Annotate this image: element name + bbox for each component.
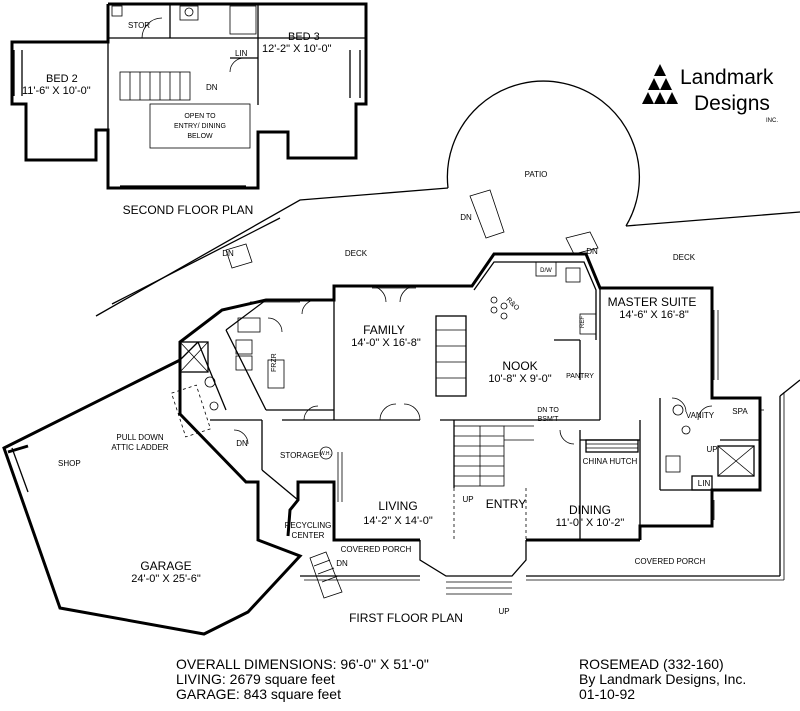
entry-label: ENTRY (486, 497, 526, 511)
dn-label-deck-left: DN (222, 249, 234, 258)
lin-label-master: LIN (698, 479, 711, 488)
dn-bsmt-line2: BSM'T (538, 416, 560, 423)
dimensions-summary: OVERALL DIMENSIONS: 96'-0" X 51'-0" LIVI… (176, 657, 429, 702)
dw-label: D/W (540, 268, 552, 274)
dn-label-patio: DN (460, 213, 472, 222)
master-name: MASTER SUITE (608, 295, 697, 309)
nook-size: 10'-8" X 9'-0" (488, 373, 551, 385)
spa-label: SPA (732, 407, 748, 416)
dn-label-deck-right: DN (586, 247, 598, 256)
first-floor-plan: PATIO DECK DECK DN DN DN FAMILY 14'-0" X… (2, 80, 800, 636)
shop-label: SHOP (58, 459, 81, 468)
second-floor-plan: STOR BED 3 12'-2" X 10'-0" LIN BED 2 11'… (10, 2, 368, 217)
storage-label: STORAGE (280, 451, 319, 460)
dining-name: DINING (569, 503, 611, 517)
dn-label-laundry: DN (236, 439, 248, 448)
living-size: 14'-2" X 14'-0" (363, 515, 433, 527)
stor-label: STOR (128, 21, 150, 30)
vanity-label: VANITY (686, 411, 715, 420)
bed3-name: BED 3 (288, 31, 320, 43)
garage-size: 24'-0" X 25'-6" (131, 573, 201, 585)
family-name: FAMILY (363, 323, 405, 337)
up-label-entry: UP (462, 495, 473, 504)
frzr-label: FRZR (271, 353, 278, 372)
open-to-line2: ENTRY/ DINING (174, 123, 226, 130)
logo-line1: Landmark (680, 66, 774, 89)
living-area: LIVING: 2679 square feet (176, 671, 335, 687)
up-label-front: UP (498, 607, 509, 616)
covered-porch-left: COVERED PORCH (341, 545, 412, 554)
landmark-logo: Landmark Designs INC. (642, 64, 778, 124)
open-to-line1: OPEN TO (184, 113, 216, 120)
up-label-bath: UP (706, 445, 717, 454)
garage-name: GARAGE (140, 559, 191, 573)
logo-line2: Designs (694, 92, 770, 115)
overall-dimensions: OVERALL DIMENSIONS: 96'-0" X 51'-0" (176, 656, 429, 672)
dn-label-garage: DN (336, 559, 348, 568)
plan-credit: ROSEMEAD (332-160) By Landmark Designs, … (579, 657, 746, 702)
bed2-size: 11'-6" X 10'-0" (22, 85, 91, 97)
dining-size: 11'-0" X 10'-2" (556, 517, 625, 529)
nook-name: NOOK (502, 359, 537, 373)
dn-bsmt-line1: DN TO (537, 407, 559, 414)
recycling-line2: CENTER (292, 531, 325, 540)
plan-date: 01-10-92 (579, 686, 636, 702)
plan-name: ROSEMEAD (332-160) (579, 656, 724, 672)
designer-credit: By Landmark Designs, Inc. (579, 671, 747, 687)
ref-label: REF (580, 316, 586, 328)
living-name: LIVING (378, 499, 417, 513)
first-floor-title: FIRST FLOOR PLAN (349, 611, 463, 625)
attic-line2: ATTIC LADDER (111, 443, 168, 452)
family-size: 14'-0" X 16'-8" (351, 337, 421, 349)
open-to-line3: BELOW (187, 133, 213, 140)
covered-porch-right: COVERED PORCH (635, 557, 706, 566)
stair-dn-label: DN (206, 83, 218, 92)
wh-label: W.H. (320, 451, 331, 457)
patio-label: PATIO (525, 170, 548, 179)
bed2-name: BED 2 (46, 73, 78, 85)
deck-label-right: DECK (673, 253, 696, 262)
garage-area: GARAGE: 843 square feet (176, 686, 341, 702)
recycling-line1: RECYCLING (285, 521, 332, 530)
triangle-logo-icon (642, 64, 678, 104)
lin-label: LIN (235, 49, 248, 58)
bed3-size: 12'-2" X 10'-0" (262, 43, 332, 55)
attic-line1: PULL DOWN (116, 433, 163, 442)
china-hutch-label: CHINA HUTCH (583, 457, 638, 466)
pantry-label: PANTRY (566, 373, 594, 380)
second-floor-title: SECOND FLOOR PLAN (123, 203, 254, 217)
logo-line3: INC. (766, 118, 778, 124)
deck-label-left: DECK (345, 249, 368, 258)
master-size: 14'-6" X 16'-8" (619, 309, 689, 321)
